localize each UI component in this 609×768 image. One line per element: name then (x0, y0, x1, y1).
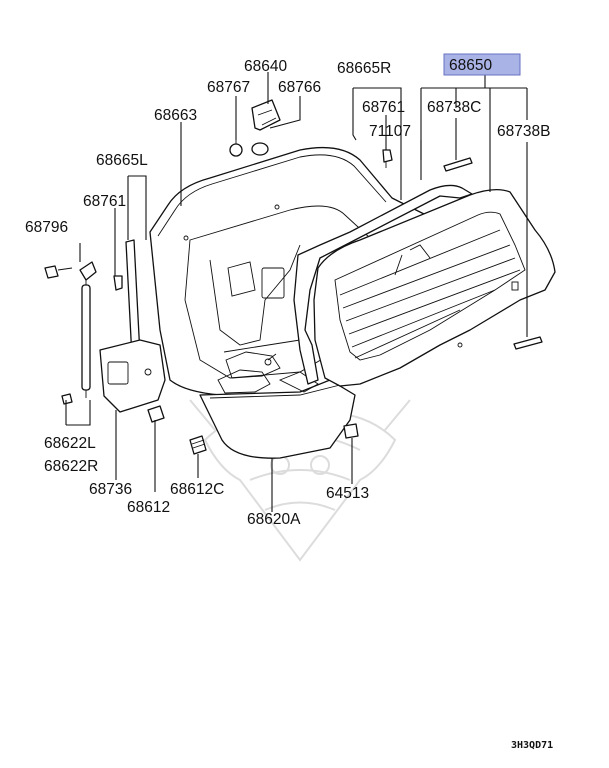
bolt-68622-bottom[interactable] (61, 393, 73, 405)
bumper-68612[interactable] (147, 405, 165, 423)
label-64513[interactable]: 64513 (326, 485, 369, 502)
label-68650[interactable]: 68650 (449, 57, 492, 74)
label-68663[interactable]: 68663 (154, 107, 197, 124)
label-68766[interactable]: 68766 (278, 79, 321, 96)
label-68738B[interactable]: 68738B (497, 123, 550, 140)
clip-68761-left[interactable] (113, 275, 123, 291)
clip-68761-right[interactable] (382, 149, 393, 168)
label-68622R[interactable]: 68622R (44, 458, 98, 475)
clip-64513[interactable] (343, 423, 359, 439)
bumper-68766[interactable] (251, 142, 269, 156)
tape-68738B[interactable] (513, 336, 543, 350)
gas-strut-68622[interactable] (79, 261, 97, 398)
label-68761-right[interactable]: 68761 (362, 99, 405, 116)
label-68767[interactable]: 68767 (207, 79, 250, 96)
label-68665L[interactable]: 68665L (96, 152, 148, 169)
label-68796[interactable]: 68796 (25, 219, 68, 236)
bumper-68612C[interactable] (189, 435, 207, 455)
label-68640[interactable]: 68640 (244, 58, 287, 75)
hinge-68640[interactable] (251, 99, 281, 131)
label-68665R[interactable]: 68665R (337, 60, 391, 77)
label-68620A[interactable]: 68620A (247, 511, 301, 528)
tape-68738C[interactable] (443, 157, 473, 172)
lower-trim-68620A[interactable] (199, 369, 356, 459)
diagram-code: 3H3QD71 (511, 740, 553, 751)
leader-lines (65, 72, 528, 512)
label-68612[interactable]: 68612 (127, 499, 170, 516)
label-68761-left[interactable]: 68761 (83, 193, 126, 210)
label-68622L[interactable]: 68622L (44, 435, 96, 452)
weatherstrip-71107[interactable] (293, 184, 473, 385)
label-71107[interactable]: 71107 (369, 123, 411, 140)
label-68612C[interactable]: 68612C (170, 481, 224, 498)
highlight-68650 (443, 53, 521, 76)
stay-68665L[interactable] (99, 239, 166, 413)
bolt-68796[interactable] (44, 265, 73, 279)
label-68736[interactable]: 68736 (89, 481, 132, 498)
rear-glass-68650[interactable] (313, 188, 556, 387)
label-68738C[interactable]: 68738C (427, 99, 481, 116)
bolt-68767[interactable] (229, 138, 243, 157)
